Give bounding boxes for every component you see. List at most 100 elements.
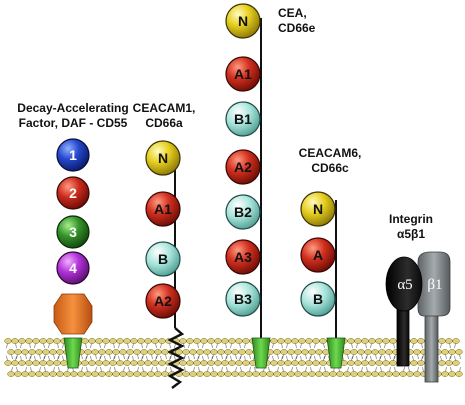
- lipid-head: [284, 338, 292, 344]
- lipid-head: [18, 360, 26, 366]
- lipid-head: [350, 349, 358, 355]
- ceacam1-domain-A2: [145, 283, 181, 319]
- lipid-head: [25, 338, 33, 344]
- lipid-head: [112, 349, 120, 355]
- lipid-head: [53, 360, 61, 366]
- lipid-head: [147, 371, 155, 377]
- lipid-head: [245, 349, 253, 355]
- lipid-head: [179, 338, 187, 344]
- lipid-head: [21, 349, 29, 355]
- cea-domain-A2-label: A2: [234, 159, 252, 175]
- lipid-head: [287, 371, 295, 377]
- cea-label-line2: CD66e: [278, 21, 316, 35]
- lipid-head: [11, 360, 19, 366]
- lipid-head: [277, 338, 285, 344]
- ceacam1-domain-N-label: N: [158, 150, 168, 166]
- ceacam6-gpi-anchor: [326, 337, 346, 369]
- integrin-label-line2: α5β1: [397, 227, 425, 241]
- ceacam1-label-line2: CD66a: [145, 116, 183, 130]
- lipid-head: [392, 371, 400, 377]
- lipid-head: [357, 371, 365, 377]
- lipid-head: [95, 338, 103, 344]
- lipid-head: [203, 371, 211, 377]
- ceacam6-domain-B-label: B: [313, 291, 323, 307]
- lipid-head: [102, 360, 110, 366]
- lipid-head: [406, 371, 414, 377]
- lipid-head: [448, 371, 456, 377]
- cea-gpi-anchor: [251, 337, 271, 369]
- lipid-head: [228, 360, 236, 366]
- lipid-head: [217, 349, 225, 355]
- lipid-head: [88, 338, 96, 344]
- lipid-head: [270, 360, 278, 366]
- cea-domain-N: [225, 3, 261, 39]
- daf-domain-1-label: 1: [69, 147, 77, 163]
- lipid-head: [98, 371, 106, 377]
- lipid-head: [154, 349, 162, 355]
- lipid-head: [186, 360, 194, 366]
- lipid-head: [438, 360, 446, 366]
- cea-domain-B1-label: B1: [234, 111, 252, 127]
- lipid-head: [151, 360, 159, 366]
- cea-domain-B3-label: B3: [234, 291, 252, 307]
- lipid-head: [28, 349, 36, 355]
- lipid-head: [455, 349, 463, 355]
- integrin-beta1-head: [417, 251, 451, 317]
- lipid-head: [39, 360, 47, 366]
- lipid-head: [7, 371, 15, 377]
- daf-label-line2: Factor, DAF - CD55: [19, 116, 128, 130]
- lipid-head: [347, 360, 355, 366]
- lipid-head: [102, 338, 110, 344]
- lipid-head: [266, 371, 274, 377]
- lipid-head: [53, 338, 61, 344]
- lipid-head: [354, 360, 362, 366]
- lipid-head: [109, 338, 117, 344]
- lipid-head: [210, 371, 218, 377]
- lipid-head: [46, 360, 54, 366]
- lipid-head: [336, 371, 344, 377]
- lipid-head: [294, 371, 302, 377]
- integrin-alpha5-label: α5: [397, 277, 412, 293]
- lipid-head: [224, 349, 232, 355]
- lipid-head: [224, 371, 232, 377]
- cea-domain-A1: [225, 56, 261, 92]
- lipid-head: [105, 371, 113, 377]
- ceacam6-domain-A: [300, 237, 336, 273]
- lipid-head: [343, 371, 351, 377]
- lipid-head: [35, 371, 43, 377]
- lipid-head: [399, 371, 407, 377]
- lipid-head: [312, 360, 320, 366]
- lipid-head: [385, 349, 393, 355]
- lipid-head: [28, 371, 36, 377]
- lipid-head: [441, 349, 449, 355]
- daf-domain-2: [56, 176, 90, 210]
- lipid-head: [126, 371, 134, 377]
- lipid-head: [364, 371, 372, 377]
- lipid-head: [11, 338, 19, 344]
- lipid-head: [140, 371, 148, 377]
- ceacam1-domain-B: [145, 241, 181, 277]
- lipid-head: [4, 338, 12, 344]
- lipid-head: [112, 371, 120, 377]
- lipid-head: [35, 349, 43, 355]
- lipid-head: [123, 338, 131, 344]
- lipid-head: [273, 349, 281, 355]
- lipid-head: [203, 349, 211, 355]
- ceacam1-label-line1: CEACAM1,: [133, 101, 196, 115]
- lipid-head: [207, 338, 215, 344]
- daf-domain-3: [56, 215, 90, 249]
- lipid-head: [291, 360, 299, 366]
- integrin-label-line1: Integrin: [389, 212, 433, 226]
- lipid-head: [319, 360, 327, 366]
- lipid-head: [217, 371, 225, 377]
- cea-domain-A3-label: A3: [234, 249, 252, 265]
- lipid-head: [158, 338, 166, 344]
- lipid-head: [182, 349, 190, 355]
- lipid-head: [140, 349, 148, 355]
- lipid-head: [42, 349, 50, 355]
- ceacam1-cd66a-molecule: CEACAM1, CD66a N A1 B A2: [133, 101, 196, 389]
- lipid-head: [186, 338, 194, 344]
- lipid-head: [301, 349, 309, 355]
- lipid-head: [389, 338, 397, 344]
